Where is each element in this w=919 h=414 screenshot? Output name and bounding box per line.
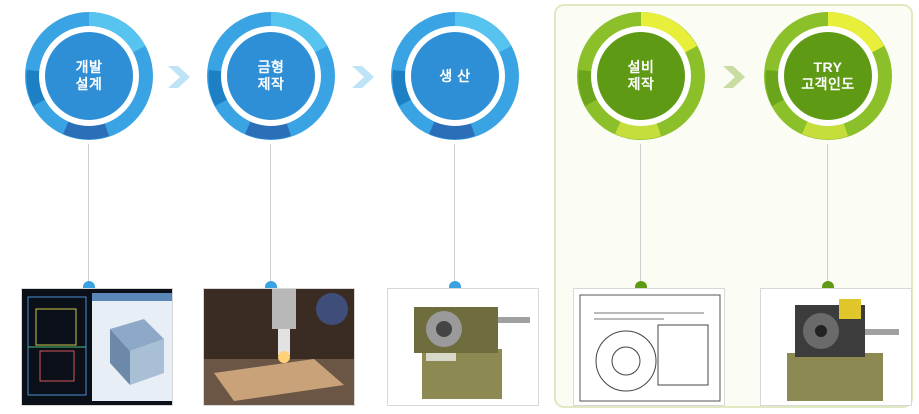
connector-line	[827, 144, 828, 288]
chevron-right-icon	[348, 62, 378, 92]
step-badge: 생 산	[389, 10, 521, 142]
step-badge: 설비 제작	[575, 10, 707, 142]
step-try-delivery: TRY 고객인도	[760, 10, 912, 410]
connector-line	[88, 144, 89, 288]
step-production: 생 산	[387, 10, 539, 410]
step-label: 금형 제작	[257, 59, 285, 92]
connector-line	[270, 144, 271, 288]
step-equipment-making: 설비 제작	[573, 10, 725, 410]
cad-software-screenshot	[21, 288, 173, 406]
spring-machine-photo	[760, 288, 912, 406]
step-mold-making: 금형 제작	[203, 10, 355, 410]
step-badge: 개발 설계	[23, 10, 155, 142]
step-label: 설비 제작	[627, 59, 655, 92]
connector-line	[640, 144, 641, 288]
step-badge: TRY 고객인도	[762, 10, 894, 142]
step-development-design: 개발 설계	[21, 10, 173, 410]
connector-line	[454, 144, 455, 288]
step-label: 개발 설계	[75, 59, 103, 92]
step-label: 생 산	[439, 67, 471, 84]
step-label: TRY 고객인도	[801, 59, 855, 92]
chevron-right-icon	[719, 62, 749, 92]
milling-machine-photo	[203, 288, 355, 406]
chevron-right-icon	[164, 62, 194, 92]
spring-machine-photo	[387, 288, 539, 406]
step-badge: 금형 제작	[205, 10, 337, 142]
technical-drawing	[573, 288, 725, 406]
